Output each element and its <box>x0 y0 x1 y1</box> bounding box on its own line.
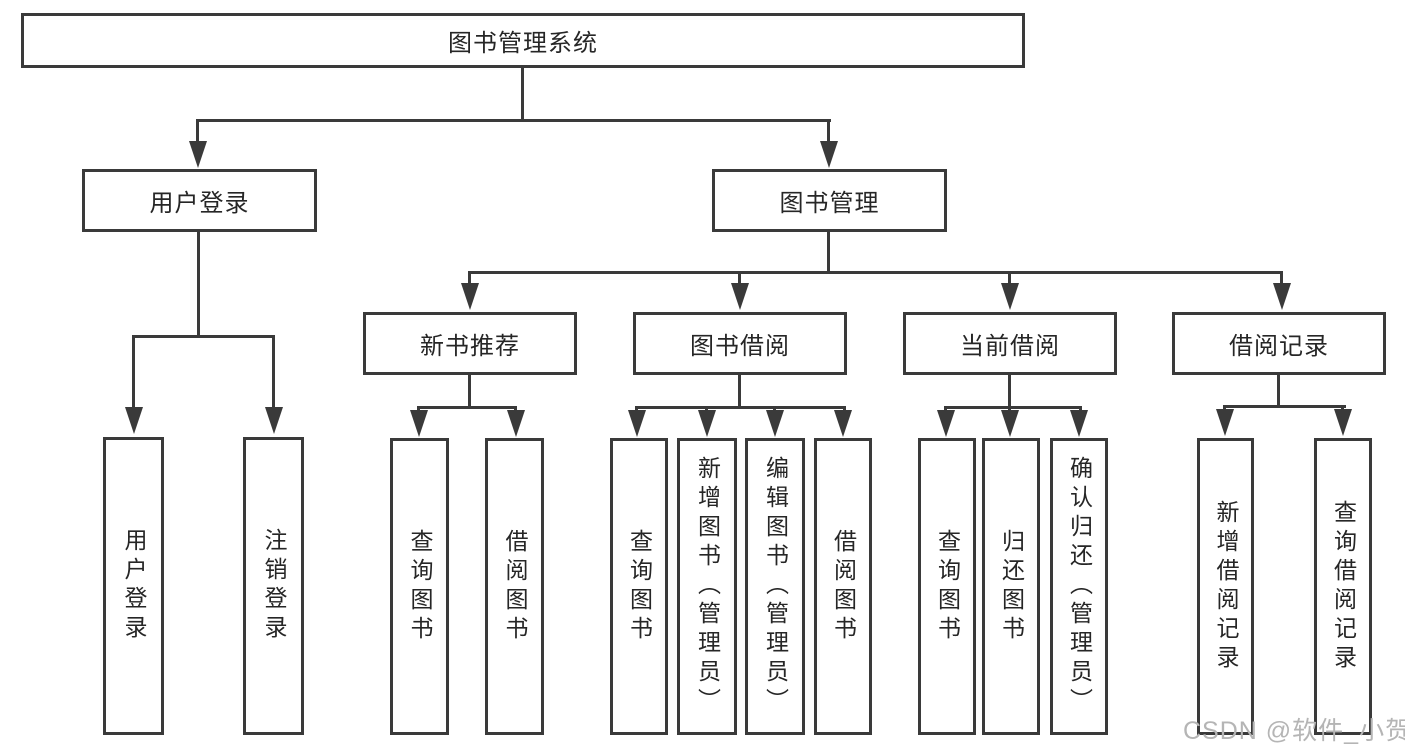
arrowhead-cb-query <box>937 410 955 437</box>
leaf-bb-edit-books-admin: 编辑图书（管理员） <box>745 438 805 735</box>
leaf-bb-add-books-admin: 新增图书（管理员） <box>677 438 737 735</box>
arrowhead-leaf-logout <box>265 407 283 434</box>
connector-drop-cb-query <box>944 406 947 412</box>
node-book-borrow: 图书借阅 <box>633 312 847 375</box>
connector-drop-borrow-record <box>1280 271 1283 285</box>
connector-drop-bb-borrow <box>843 406 846 412</box>
connector-root-stub <box>521 68 524 122</box>
leaf-nb-borrow-books-label: 借阅图书 <box>502 528 528 645</box>
arrowhead-book-management <box>820 141 838 168</box>
arrowhead-nb-borrow <box>507 410 525 437</box>
connector-drop-new-book <box>468 271 471 285</box>
arrowhead-current-borrow <box>1001 283 1019 310</box>
node-book-management-label: 图书管理 <box>779 190 880 217</box>
node-new-book-recommend: 新书推荐 <box>363 312 577 375</box>
connector-new-book-bus <box>417 406 517 409</box>
leaf-cb-return-books: 归还图书 <box>982 438 1040 735</box>
arrowhead-nb-query <box>410 410 428 437</box>
node-current-borrow-label: 当前借阅 <box>960 333 1060 360</box>
arrowhead-leaf-login <box>125 407 143 434</box>
arrowhead-bb-query <box>628 410 646 437</box>
arrowhead-bb-add <box>698 410 716 437</box>
leaf-logout: 注销登录 <box>243 437 304 735</box>
arrowhead-bb-borrow <box>834 410 852 437</box>
connector-user-login-stub <box>197 232 200 338</box>
connector-current-borrow-stub <box>1008 375 1011 409</box>
leaf-cb-confirm-return-admin-label: 确认归还（管理员） <box>1066 456 1093 717</box>
node-borrow-record-label: 借阅记录 <box>1229 333 1329 360</box>
node-book-management: 图书管理 <box>712 169 947 232</box>
node-root-library-system: 图书管理系统 <box>21 13 1025 68</box>
arrowhead-cb-return <box>1001 410 1019 437</box>
csdn-watermark: CSDN @软件_小贺同学 <box>1183 711 1405 747</box>
arrowhead-br-add <box>1216 409 1234 436</box>
arrowhead-br-query <box>1334 409 1352 436</box>
leaf-br-query-record: 查询借阅记录 <box>1314 438 1372 735</box>
arrowhead-borrow-record <box>1273 283 1291 310</box>
node-root-label: 图书管理系统 <box>448 30 598 57</box>
node-user-login: 用户登录 <box>82 169 317 232</box>
node-user-login-label: 用户登录 <box>149 190 250 217</box>
leaf-logout-label: 注销登录 <box>261 528 287 644</box>
connector-drop-cb-return <box>1008 406 1011 412</box>
connector-borrow-record-bus <box>1223 405 1346 408</box>
leaf-user-login-label: 用户登录 <box>121 528 147 644</box>
leaf-cb-confirm-return-admin: 确认归还（管理员） <box>1050 438 1108 735</box>
node-new-book-recommend-label: 新书推荐 <box>420 333 520 360</box>
connector-drop-bb-query <box>635 406 638 412</box>
connector-drop-leaf-login <box>132 335 135 409</box>
leaf-bb-query-books-label: 查询图书 <box>626 528 653 645</box>
leaf-bb-borrow-books: 借阅图书 <box>814 438 872 735</box>
leaf-cb-query-books: 查询图书 <box>918 438 976 735</box>
connector-drop-cb-confirm <box>1079 406 1082 412</box>
leaf-br-add-record: 新增借阅记录 <box>1197 438 1254 735</box>
leaf-bb-borrow-books-label: 借阅图书 <box>830 528 857 645</box>
connector-current-borrow-bus <box>944 406 1082 409</box>
connector-drop-nb-borrow <box>514 406 517 412</box>
connector-new-book-stub <box>468 375 471 409</box>
connector-root-bus <box>196 119 831 122</box>
leaf-bb-query-books: 查询图书 <box>610 438 668 735</box>
connector-drop-user-login <box>196 119 199 143</box>
node-book-borrow-label: 图书借阅 <box>690 333 790 360</box>
connector-book-management-bus <box>468 271 1283 274</box>
arrowhead-new-book <box>461 283 479 310</box>
leaf-nb-borrow-books: 借阅图书 <box>485 438 544 735</box>
node-current-borrow: 当前借阅 <box>903 312 1117 375</box>
leaf-bb-add-books-admin-label: 新增图书（管理员） <box>694 456 721 717</box>
arrowhead-user-login <box>189 141 207 168</box>
leaf-br-query-record-label: 查询借阅记录 <box>1330 499 1357 674</box>
connector-book-management-stub <box>827 232 830 274</box>
leaf-cb-return-books-label: 归还图书 <box>998 528 1025 645</box>
leaf-bb-edit-books-admin-label: 编辑图书（管理员） <box>762 456 789 717</box>
connector-user-login-bus <box>132 335 275 338</box>
leaf-user-login: 用户登录 <box>103 437 164 735</box>
connector-drop-br-query <box>1341 405 1344 411</box>
connector-drop-book-management <box>827 119 830 143</box>
connector-borrow-record-stub <box>1277 375 1280 408</box>
node-borrow-record: 借阅记录 <box>1172 312 1386 375</box>
leaf-nb-query-books: 查询图书 <box>390 438 449 735</box>
csdn-watermark-text: CSDN @软件_小贺同学 <box>1183 717 1405 745</box>
connector-drop-current-borrow <box>1008 271 1011 285</box>
connector-drop-br-add <box>1223 405 1226 411</box>
connector-drop-bb-edit <box>773 406 776 412</box>
connector-book-borrow-bus <box>635 406 846 409</box>
arrowhead-bb-edit <box>766 410 784 437</box>
arrowhead-cb-confirm <box>1070 410 1088 437</box>
connector-drop-bb-add <box>705 406 708 412</box>
leaf-cb-query-books-label: 查询图书 <box>934 528 961 645</box>
connector-drop-nb-query <box>417 406 420 412</box>
connector-book-borrow-stub <box>738 375 741 409</box>
connector-drop-book-borrow <box>738 271 741 285</box>
connector-drop-leaf-logout <box>272 335 275 409</box>
arrowhead-book-borrow <box>731 283 749 310</box>
leaf-br-add-record-label: 新增借阅记录 <box>1213 499 1239 674</box>
leaf-nb-query-books-label: 查询图书 <box>407 528 433 645</box>
